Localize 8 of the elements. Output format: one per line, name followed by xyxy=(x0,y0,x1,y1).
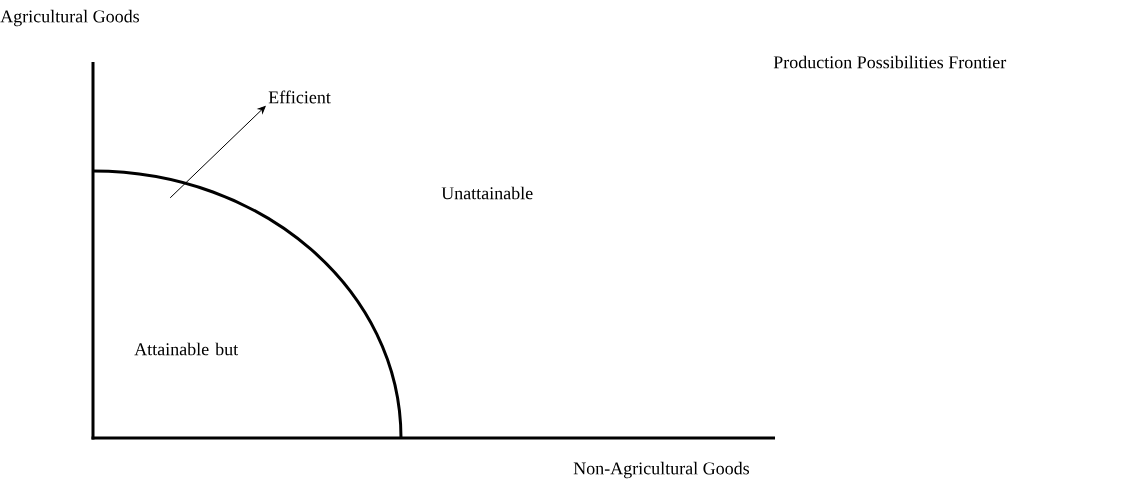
chart-title: Production Possibilities Frontier xyxy=(773,55,1007,69)
frontier-curve xyxy=(92,169,403,439)
region-label: Unattainable xyxy=(441,186,533,200)
leader-arrow xyxy=(169,106,266,199)
node-label: Efficient xyxy=(268,90,331,104)
region-label: Attainable but xyxy=(134,342,239,356)
axis-label: Non-Agricultural Goods xyxy=(573,461,750,479)
axis-label: Agricultural Goods xyxy=(0,9,140,27)
